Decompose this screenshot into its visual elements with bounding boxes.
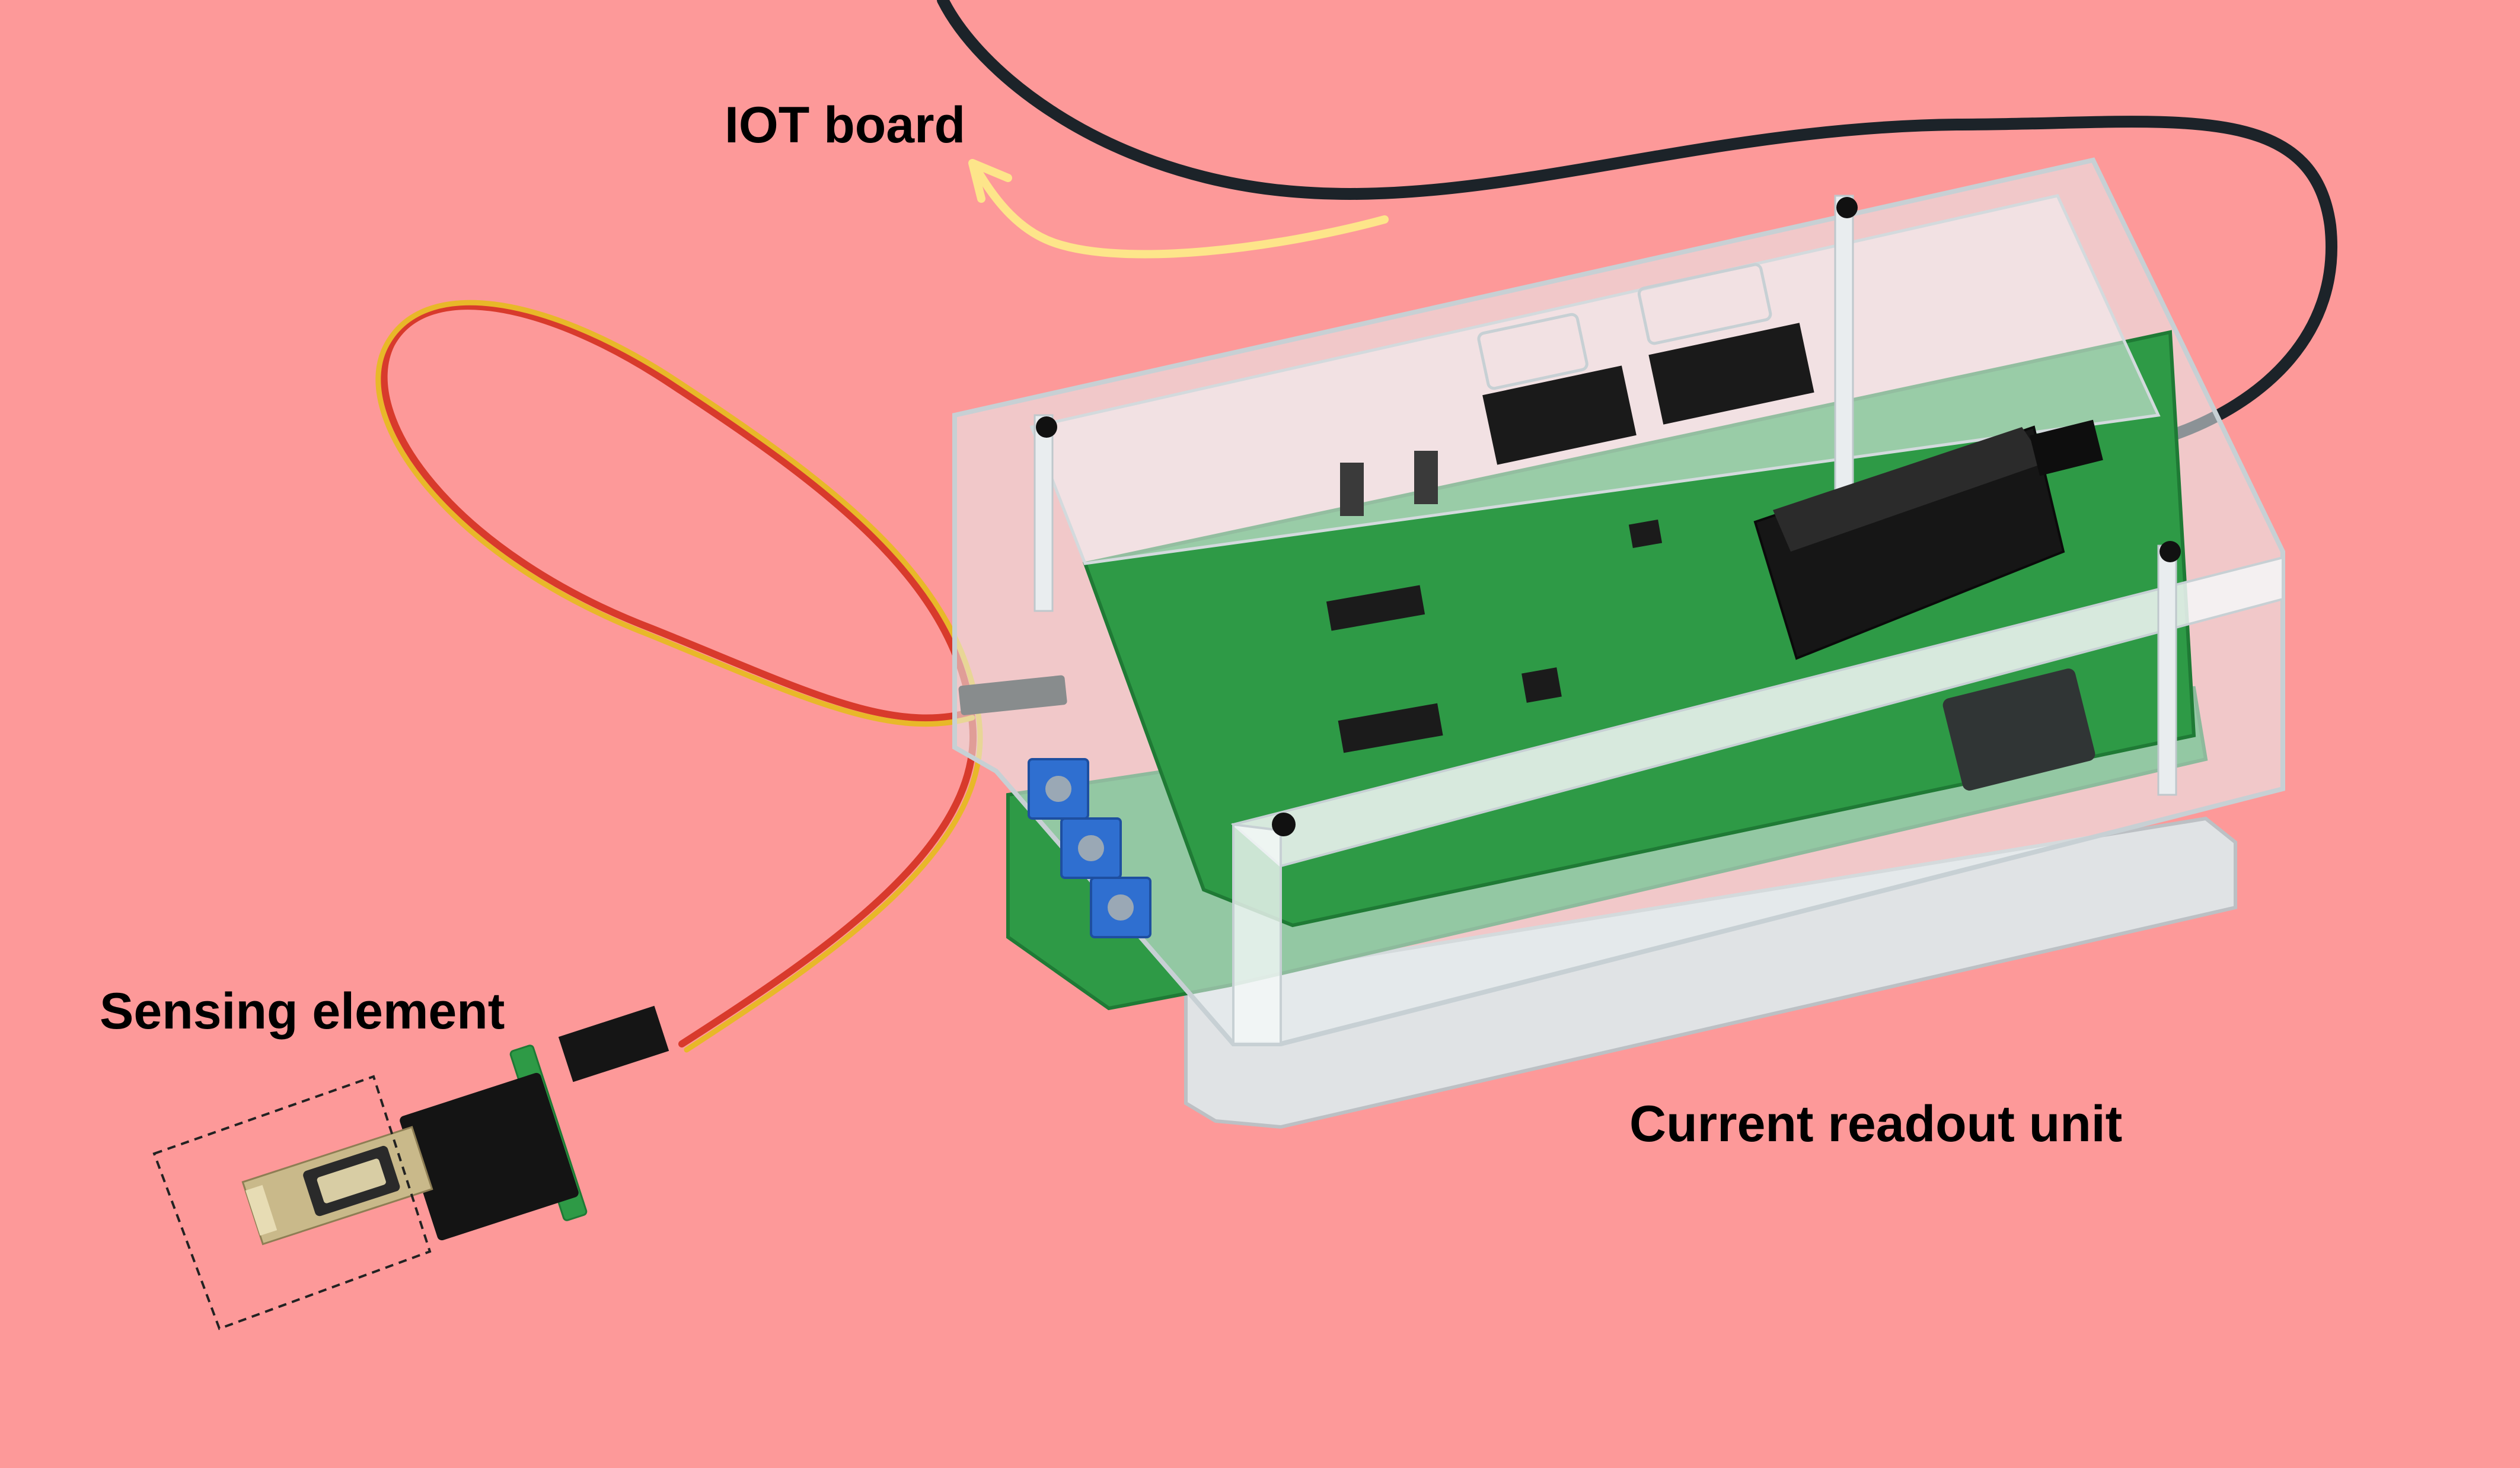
sensing-element-label: Sensing element xyxy=(100,983,505,1040)
current-readout-unit-label: Current readout unit xyxy=(1629,1096,2123,1152)
sensing-element-chip xyxy=(241,1126,433,1246)
yellow-arrow xyxy=(968,159,1389,259)
pin-headers xyxy=(1340,323,1814,516)
iot-microcontroller-module xyxy=(1753,419,2103,660)
red-yellow-sensor-wires xyxy=(375,300,983,1053)
blue-screw-terminals xyxy=(1028,758,1151,938)
sensing-element-assembly xyxy=(241,1005,669,1246)
iot-board-label: IOT board xyxy=(725,97,966,154)
dashed-selection-box xyxy=(152,1075,432,1330)
board-ics xyxy=(1326,519,2095,791)
black-usb-cable xyxy=(937,0,2337,442)
